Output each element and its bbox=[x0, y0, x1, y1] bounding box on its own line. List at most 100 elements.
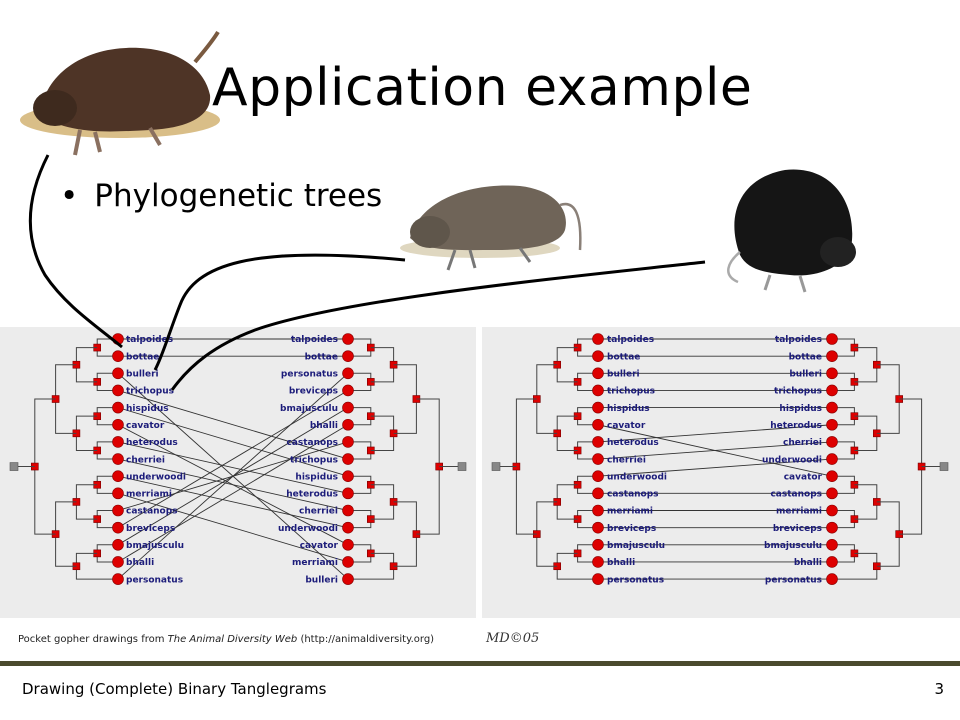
leaf-label-right: underwoodi bbox=[762, 455, 822, 465]
leaf-node-right bbox=[342, 487, 354, 500]
leaf-label-right: personatus bbox=[765, 575, 822, 585]
gopher-black-illustration bbox=[727, 169, 856, 293]
leaf-label-left: cavator bbox=[607, 421, 646, 431]
leaf-label-right: merriami bbox=[776, 507, 822, 517]
image-credit: Pocket gopher drawings from The Animal D… bbox=[18, 634, 434, 645]
leaf-node-left bbox=[592, 436, 604, 448]
leaf-node-right bbox=[826, 504, 838, 517]
leaf-label-right: bhalli bbox=[310, 421, 338, 431]
leaf-node-right bbox=[826, 401, 838, 414]
leaf-label-left: personatus bbox=[126, 575, 183, 585]
leaf-node-left bbox=[112, 521, 124, 534]
leaf-label-left: bulleri bbox=[126, 370, 159, 380]
leaf-label-right: talpoides bbox=[291, 335, 338, 345]
leaf-label-left: trichopus bbox=[607, 387, 655, 397]
leaf-node-right bbox=[826, 333, 838, 345]
gopher-brown-illustration bbox=[20, 30, 220, 156]
leaf-label-right: heterodus bbox=[770, 421, 822, 431]
leaf-node-left bbox=[592, 333, 604, 345]
leaf-label-left: bhalli bbox=[126, 558, 154, 568]
leaf-node-right bbox=[826, 573, 838, 585]
bullet-dot: • bbox=[60, 178, 79, 214]
leaf-node-right bbox=[826, 436, 838, 448]
leaf-node-left bbox=[112, 453, 124, 465]
tanglegram-left: talpoides bottae bulleri trichopus hispidus c… bbox=[9, 333, 467, 585]
credit-source: The Animal Diversity Web bbox=[167, 634, 298, 645]
leaf-label-left: underwoodi bbox=[126, 472, 186, 482]
leaf-node-left bbox=[112, 384, 124, 397]
leaf-label-right: castanops bbox=[770, 490, 822, 500]
leaf-node-right bbox=[342, 418, 354, 431]
leaf-node-right bbox=[342, 333, 354, 345]
leaf-label-left: merriami bbox=[607, 507, 653, 517]
leaf-node-left bbox=[592, 453, 604, 465]
leaf-label-right: breviceps bbox=[289, 387, 338, 397]
leaf-label-left: cherriei bbox=[126, 455, 165, 465]
matching-line bbox=[117, 407, 349, 477]
leaf-label-right: underwoodi bbox=[278, 524, 338, 534]
leaf-label-right: heterodus bbox=[286, 490, 338, 500]
leaf-label-right: cavator bbox=[300, 541, 339, 551]
tanglegram-panel-left-bg bbox=[0, 327, 476, 618]
leaf-node-right bbox=[342, 470, 354, 483]
connector-curve-bottae bbox=[153, 253, 406, 371]
leaf-label-right: castanops bbox=[286, 438, 338, 448]
leaf-label-right: talpoides bbox=[775, 335, 822, 345]
root-node-l bbox=[491, 462, 501, 471]
leaf-node-left bbox=[112, 538, 124, 551]
connector-curve-talpoides bbox=[28, 154, 123, 349]
leaf-label-left: castanops bbox=[607, 490, 659, 500]
matching-line bbox=[117, 475, 349, 529]
bullet-item: • Phylogenetic trees bbox=[60, 178, 382, 214]
leaf-label-right: personatus bbox=[281, 370, 338, 380]
leaf-node-left bbox=[112, 436, 124, 448]
leaf-node-right bbox=[826, 453, 838, 465]
artist-signature: MD©05 bbox=[486, 631, 540, 646]
leaf-label-left: bottae bbox=[607, 352, 640, 362]
matching-line bbox=[597, 441, 833, 460]
leaf-label-right: cavator bbox=[784, 472, 823, 482]
leaf-node-right bbox=[826, 367, 838, 380]
leaf-node-left bbox=[592, 367, 604, 380]
leaf-label-right: hispidus bbox=[295, 472, 338, 482]
matching-line bbox=[597, 424, 833, 443]
leaf-label-left: breviceps bbox=[126, 524, 175, 534]
leaf-label-left: talpoides bbox=[607, 335, 654, 345]
connector-curve-cavator bbox=[170, 260, 706, 391]
leaf-label-right: cherriei bbox=[299, 507, 338, 517]
bullet-text: Phylogenetic trees bbox=[94, 178, 383, 214]
leaf-label-left: bmajusculu bbox=[607, 541, 665, 551]
footer-divider bbox=[0, 661, 960, 666]
leaf-label-left: heterodus bbox=[607, 438, 659, 448]
leaf-node-right bbox=[342, 453, 354, 465]
leaf-node-right bbox=[826, 538, 838, 551]
leaf-node-left bbox=[592, 470, 604, 483]
leaf-node-right bbox=[826, 521, 838, 534]
leaf-label-left: castanops bbox=[126, 507, 178, 517]
leaf-label-left: trichopus bbox=[126, 387, 174, 397]
leaf-label-right: bulleri bbox=[305, 575, 338, 585]
leaf-node-right bbox=[342, 436, 354, 448]
leaf-node-right bbox=[342, 556, 354, 568]
leaf-label-right: breviceps bbox=[773, 524, 822, 534]
leaf-node-left bbox=[592, 504, 604, 517]
credit-prefix: Pocket gopher drawings from bbox=[18, 634, 168, 645]
leaf-label-left: hispidus bbox=[126, 404, 169, 414]
leaf-node-right bbox=[826, 350, 838, 362]
leaf-label-right: trichopus bbox=[290, 455, 338, 465]
leaf-node-left bbox=[592, 418, 604, 431]
leaf-label-left: bottae bbox=[126, 352, 159, 362]
leaf-label-right: trichopus bbox=[774, 387, 822, 397]
leaf-label-right: hispidus bbox=[779, 404, 822, 414]
root-node-r bbox=[457, 462, 467, 471]
leaf-node-right bbox=[342, 521, 354, 534]
matching-line bbox=[597, 458, 833, 477]
slide-title: Application example bbox=[212, 58, 753, 118]
leaf-node-left bbox=[592, 487, 604, 500]
leaf-label-left: bulleri bbox=[607, 370, 640, 380]
root-node-r bbox=[939, 462, 949, 471]
root-node-l bbox=[9, 462, 19, 471]
footer-title: Drawing (Complete) Binary Tanglegrams bbox=[22, 680, 327, 698]
leaf-node-right bbox=[826, 470, 838, 483]
leaf-node-left bbox=[112, 556, 124, 568]
